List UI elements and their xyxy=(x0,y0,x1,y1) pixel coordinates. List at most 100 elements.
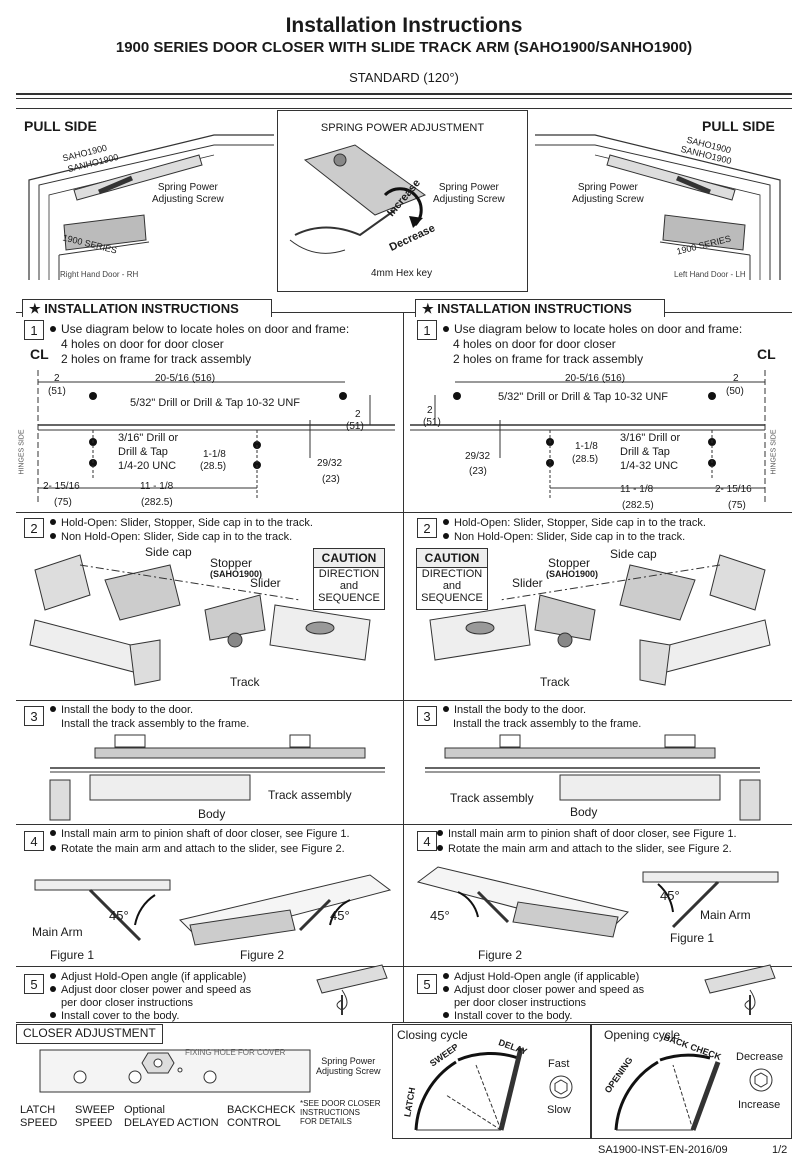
dim-75-right: (75) xyxy=(728,500,746,511)
cl-mark-left: CL xyxy=(30,346,49,362)
step3-num-right: 3 xyxy=(417,706,437,726)
dim-23-right: (23) xyxy=(469,466,487,477)
step2-t2-right: Non Hold-Open: Slider, Side cap in to th… xyxy=(454,531,686,543)
footer-code: SA1900-INST-EN-2016/09 xyxy=(598,1144,728,1156)
fixing-hole-label: FIXING HOLE FOR COVER xyxy=(185,1048,286,1057)
drill2-l2-right: Drill & Tap xyxy=(620,446,670,458)
delayed-action: Optional DELAYED ACTION xyxy=(124,1104,219,1129)
dim-2-left: 2 xyxy=(54,373,60,384)
step3-l2-right: Install the track assembly to the frame. xyxy=(453,718,642,730)
step4-l2-right: Rotate the main arm and attach to the sl… xyxy=(437,843,732,856)
sweep-speed: SWEEP SPEED xyxy=(75,1104,115,1129)
step5-l1-right: Adjust Hold-Open angle (if applicable) xyxy=(443,971,639,984)
dim-118b-right: 11 - 1/8 xyxy=(620,484,654,495)
step2-l2-right: Non Hold-Open: Slider, Side cap in to th… xyxy=(443,531,685,544)
dim-2932-right: 29/32 xyxy=(465,451,491,462)
caution-title-right: CAUTION xyxy=(417,549,487,568)
step5-t1-right: Adjust Hold-Open angle (if applicable) xyxy=(454,971,640,983)
rule-4 xyxy=(16,966,792,967)
track-left: Track xyxy=(230,675,260,689)
dim-2825-right: (282.5) xyxy=(622,500,654,511)
step1-text1: Use diagram below to locate holes on doo… xyxy=(61,322,350,336)
pull-side-left: PULL SIDE xyxy=(24,118,97,134)
dim-285-right: (28.5) xyxy=(572,454,599,465)
door-lh-illustration xyxy=(535,134,781,280)
spring-screw-label-right: Spring Power Adjusting Screw xyxy=(572,182,644,205)
step5-l3-left: per door closer instructions xyxy=(61,997,194,1009)
dim-51b-right: (51) xyxy=(423,417,441,428)
main-arm-right: Main Arm xyxy=(700,908,751,922)
dim-2b-left: 2 xyxy=(355,409,361,420)
step4-t1-left: Install main arm to pinion shaft of door… xyxy=(61,828,350,840)
install-title-left: INSTALLATION INSTRUCTIONS xyxy=(44,301,239,316)
step5-icon-left xyxy=(316,964,388,1015)
step4-l1-left: Install main arm to pinion shaft of door… xyxy=(50,828,350,841)
dim-51b-left: (51) xyxy=(346,421,364,432)
step3-l1-left: Install the body to the door. xyxy=(50,704,193,717)
dim-285-left: (28.5) xyxy=(200,461,227,472)
step1-diagram-left xyxy=(37,370,395,505)
caution-title-left: CAUTION xyxy=(314,549,384,568)
dim-20-right: 20-5/16 (516) xyxy=(565,373,626,384)
header-rule xyxy=(16,93,792,95)
step3-num-left: 3 xyxy=(24,706,44,726)
rule-3 xyxy=(16,824,792,825)
step5-t2-left: Adjust door closer power and speed as xyxy=(61,984,252,996)
step2-l1-right: Hold-Open: Slider, Stopper, Side cap in … xyxy=(443,517,706,530)
step2-l1-left: Hold-Open: Slider, Stopper, Side cap in … xyxy=(50,517,313,530)
step1-line3-left: 2 holes on frame for track assembly xyxy=(61,352,252,366)
opening-cycle-diagram xyxy=(614,1053,721,1131)
cl-mark-right: CL xyxy=(757,346,776,362)
step3-l2-left: Install the track assembly to the frame. xyxy=(61,718,250,730)
angle-45-right-b: 45° xyxy=(660,888,680,903)
hex-key-label: 4mm Hex key xyxy=(371,268,433,279)
stopper-left: Stopper xyxy=(210,556,253,570)
standard-label: STANDARD (120°) xyxy=(349,70,459,85)
dim-2932-left: 29/32 xyxy=(317,458,343,469)
dim-20-left: 20-5/16 (516) xyxy=(155,373,216,384)
step2-t1-left: Hold-Open: Slider, Stopper, Side cap in … xyxy=(61,517,313,529)
body-left: Body xyxy=(198,807,226,821)
caution-l1-right: DIRECTION xyxy=(421,568,483,580)
step3-t1-left: Install the body to the door. xyxy=(61,704,194,716)
fast-label: Fast xyxy=(548,1058,570,1070)
drill2-l2-left: Drill & Tap xyxy=(118,446,168,458)
dim-75-left: (75) xyxy=(54,497,72,508)
caution-box-left: CAUTION DIRECTION and SEQUENCE xyxy=(313,548,385,610)
spring-power-box xyxy=(277,110,528,292)
opening-cycle-box xyxy=(591,1024,792,1139)
step3-diagram-left xyxy=(49,734,385,821)
step1-line3-right: 2 holes on frame for track assembly xyxy=(453,352,644,366)
step1-line1-right: Use diagram below to locate holes on doo… xyxy=(443,323,742,336)
dim-50-right: (50) xyxy=(726,386,744,397)
step5-l3-right: per door closer instructions xyxy=(454,997,587,1009)
drill1-right: 5/32" Drill or Drill & Tap 10-32 UNF xyxy=(498,391,668,403)
step2-t1-right: Hold-Open: Slider, Stopper, Side cap in … xyxy=(454,517,706,529)
step4-t1-right: Install main arm to pinion shaft of door… xyxy=(448,828,737,840)
step1-line2-left: 4 holes on door for door closer xyxy=(61,337,224,351)
page-subtitle: 1900 SERIES DOOR CLOSER WITH SLIDE TRACK… xyxy=(115,39,693,56)
step5-t4-right: Install cover to the body. xyxy=(454,1010,573,1022)
install-rule xyxy=(16,312,792,313)
step5-num-right: 5 xyxy=(417,974,437,994)
fig2-left: Figure 2 xyxy=(240,948,285,962)
step1-text1-r: Use diagram below to locate holes on doo… xyxy=(454,322,743,336)
stopper-sub-left: (SAHO1900) xyxy=(210,569,263,579)
angle-45-right-a: 45° xyxy=(430,908,450,923)
caution-l2-right: and xyxy=(442,580,462,592)
dim-118-right: 1-1/8 xyxy=(575,441,598,452)
step4-diagram-left xyxy=(34,874,392,946)
decrease-label-bottom: Decrease xyxy=(736,1051,784,1063)
step4-l2-left: Rotate the main arm and attach to the sl… xyxy=(50,843,345,856)
caution-l1-left: DIRECTION xyxy=(318,568,380,580)
step3-diagram-right xyxy=(425,734,761,821)
install-header-right: ★ INSTALLATION INSTRUCTIONS xyxy=(415,299,665,317)
top-panel xyxy=(16,108,792,290)
dim-215-right: 2- 15/16 xyxy=(715,484,752,495)
caution-box-right: CAUTION DIRECTION and SEQUENCE xyxy=(416,548,488,610)
closing-cycle-diagram xyxy=(414,1047,524,1131)
power-valve-icon xyxy=(749,1068,773,1092)
rule-2 xyxy=(16,700,792,701)
track-assembly-left: Track assembly xyxy=(268,788,352,802)
drill2-l1-right: 3/16" Drill or xyxy=(620,432,681,444)
